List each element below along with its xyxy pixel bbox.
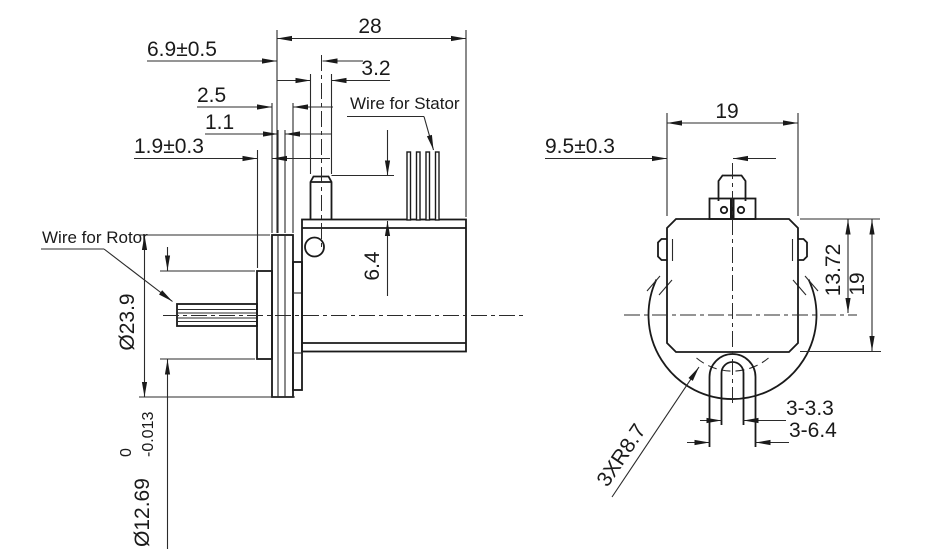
dim-1-1-label: 1.1 xyxy=(205,111,234,134)
motor-body-side xyxy=(301,218,467,353)
stator-wires xyxy=(406,151,440,221)
dim-boss-tol-upper: 0 xyxy=(118,448,135,457)
dim-center-height: 13.72 xyxy=(822,219,851,313)
dim-2-5: 2.5 xyxy=(197,84,333,110)
shaft xyxy=(176,303,258,327)
side-view: 28 6.9±0.5 3.2 2.5 1.1 xyxy=(41,15,523,549)
dim-center-height-label: 13.72 xyxy=(822,244,845,297)
dim-6-9-label: 6.9±0.5 xyxy=(147,38,217,61)
front-view: 19 9.5±0.3 13.72 19 3-3.3 3-6.4 xyxy=(545,100,881,498)
dim-slot-radius-label: 3XR8.7 xyxy=(592,420,650,491)
wire-stator-label: Wire for Stator xyxy=(350,94,460,113)
dim-slot-inner: 3-3.3 xyxy=(700,397,834,424)
front-extension-lines xyxy=(666,113,881,353)
body-hole xyxy=(304,236,325,258)
dim-6-9: 6.9±0.5 xyxy=(147,38,363,64)
dim-1-9: 1.9±0.3 xyxy=(134,135,330,162)
dim-3-2: 3.2 xyxy=(277,57,391,84)
dim-slot-outer-label: 3-6.4 xyxy=(789,419,837,442)
dim-6-4: 6.4 xyxy=(331,130,394,296)
dim-6-4-label: 6.4 xyxy=(361,251,384,281)
dim-overall-width: 28 xyxy=(277,15,466,42)
top-cylinder xyxy=(309,55,333,250)
dim-flange-dia-label: Ø23.9 xyxy=(116,293,139,350)
dim-1-9-label: 1.9±0.3 xyxy=(134,135,204,158)
dim-half-width: 9.5±0.3 xyxy=(545,135,776,162)
dim-boss-tol-lower: -0.013 xyxy=(140,412,157,457)
dim-boss-dia: Ø12.69 0 -0.013 xyxy=(118,247,255,549)
dim-1-1: 1.1 xyxy=(205,111,332,137)
dim-3-2-label: 3.2 xyxy=(361,57,390,80)
wire-stator-callout: Wire for Stator xyxy=(347,94,460,151)
dim-flange-dia: Ø23.9 xyxy=(116,234,295,398)
terminal-slot xyxy=(730,198,735,219)
wire-rotor-label: Wire for Rotor xyxy=(42,228,148,247)
terminal-hole-right xyxy=(736,205,746,215)
dim-slot-inner-label: 3-3.3 xyxy=(786,397,834,420)
dim-front-height: 19 xyxy=(846,219,875,351)
dim-2-5-label: 2.5 xyxy=(197,84,226,107)
wire-rotor-callout: Wire for Rotor xyxy=(41,228,173,302)
dim-overall-width-label: 28 xyxy=(358,15,381,38)
dim-front-width-label: 19 xyxy=(715,100,738,123)
terminal-hole-left xyxy=(719,205,729,215)
dim-slot-outer: 3-6.4 xyxy=(687,419,837,446)
dim-slot-radius: 3XR8.7 xyxy=(592,366,700,498)
dim-boss-dia-label: Ø12.69 xyxy=(131,478,154,547)
dim-front-width: 19 xyxy=(667,100,798,126)
dim-half-width-label: 9.5±0.3 xyxy=(545,135,615,158)
dim-front-height-label: 19 xyxy=(846,272,869,295)
motor-body-front xyxy=(666,218,799,353)
adapter-plate xyxy=(292,261,303,391)
side-tabs xyxy=(657,238,808,261)
